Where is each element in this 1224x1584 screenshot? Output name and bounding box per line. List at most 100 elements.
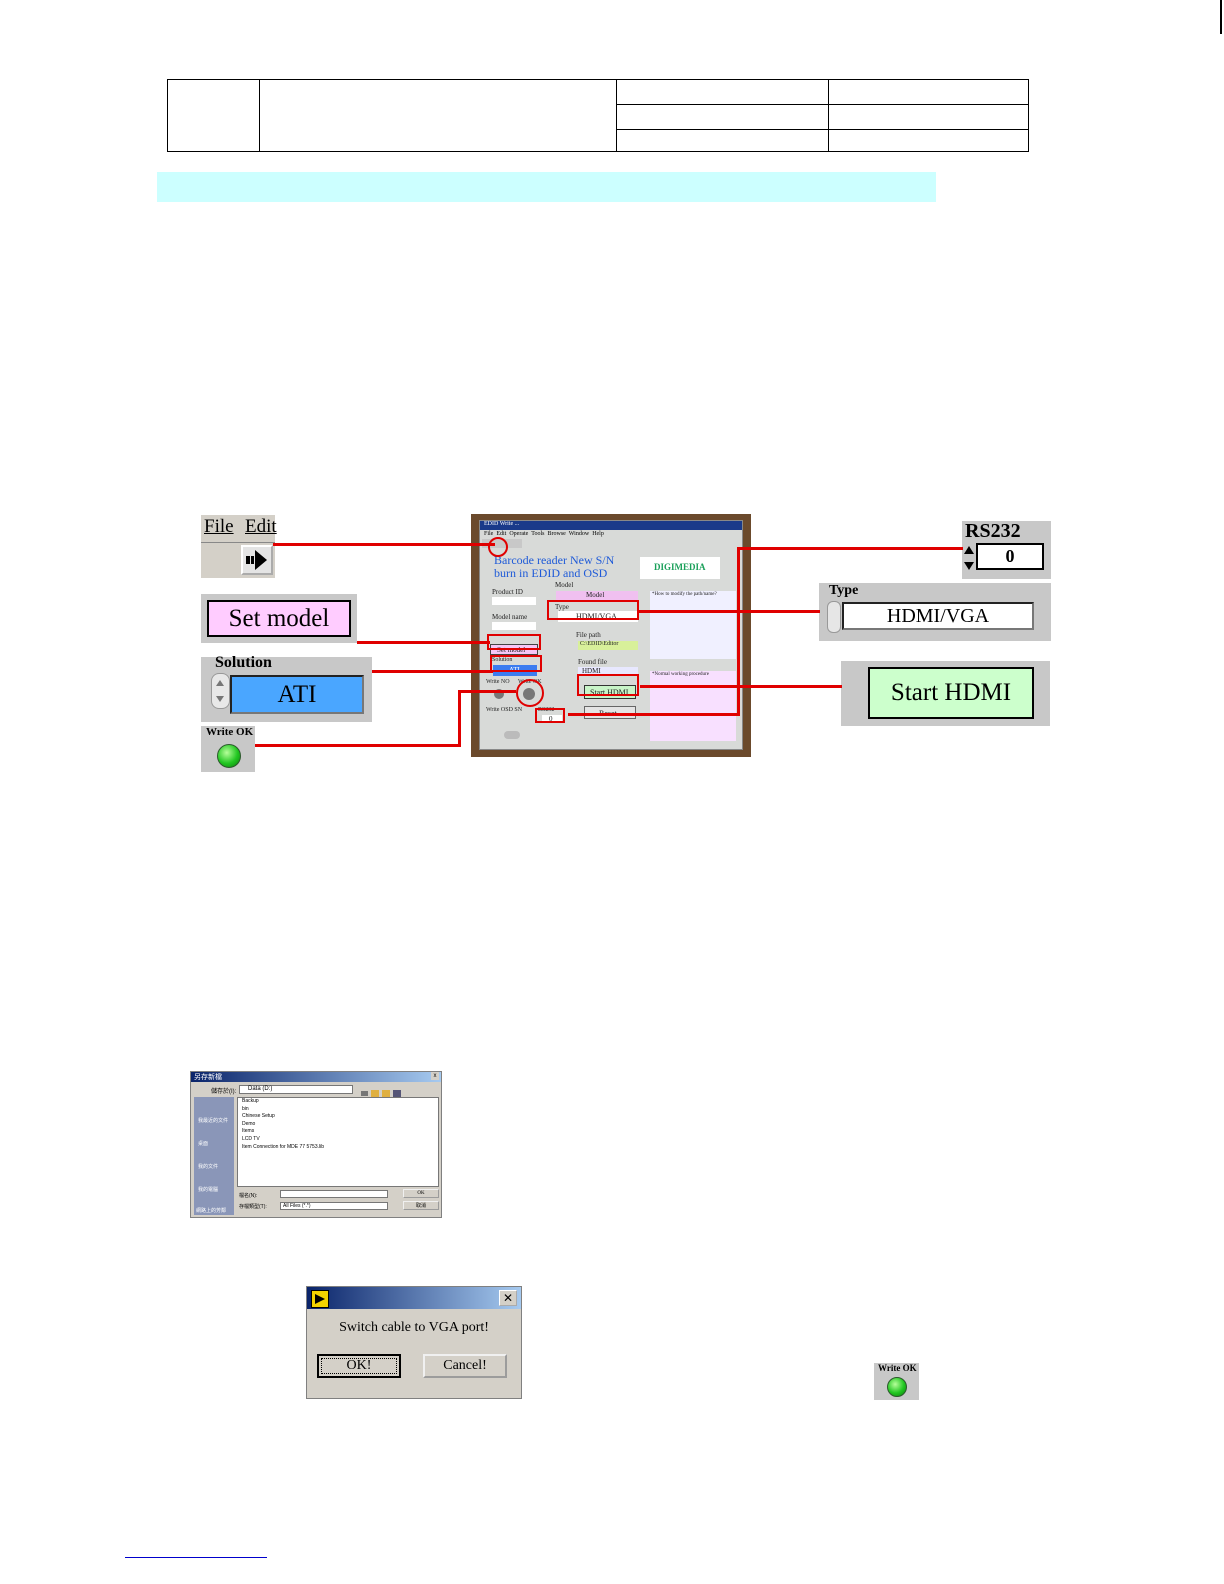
file-list-item[interactable]: Backup	[242, 1098, 259, 1104]
app-menu: File Edit Operate Tools Browse Window He…	[484, 531, 604, 537]
app-menu-item[interactable]: Operate	[509, 531, 529, 537]
filetype-label: 存檔類型(T):	[239, 1204, 267, 1210]
section-heading-band	[157, 172, 936, 202]
app-menu-item[interactable]: Edit	[496, 531, 507, 537]
set-model-callout	[487, 634, 541, 650]
confirm-cancel-label: Cancel!	[443, 1358, 487, 1373]
type-value-box[interactable]: HDMI/VGA	[842, 602, 1034, 630]
app-heading-2: burn in EDID and OSD	[494, 566, 608, 580]
file-list-item[interactable]: bin	[242, 1105, 249, 1112]
connector-line	[568, 713, 740, 716]
app-model-label: Model	[555, 581, 574, 589]
table-divider	[259, 80, 260, 151]
save-ok-button[interactable]: OK	[403, 1189, 439, 1198]
run-arrow-icon[interactable]	[241, 545, 273, 575]
connector-line	[737, 547, 963, 550]
write-ok-small-panel: Write OK	[874, 1363, 919, 1400]
app-model-value: Model	[586, 591, 605, 599]
connector-line	[638, 610, 820, 613]
app-write-no-led-icon	[494, 689, 504, 699]
table-divider	[828, 80, 829, 151]
app-notes-a: *How to modify the path/name?	[650, 591, 736, 659]
write-ok-small-led-icon	[887, 1377, 907, 1397]
menu-separator	[201, 542, 275, 543]
places-item[interactable]: 我的文件	[198, 1164, 219, 1170]
places-item[interactable]: 網路上的芳鄰	[196, 1208, 227, 1214]
solution-ring-stepper[interactable]	[211, 673, 230, 709]
menu-edit[interactable]: Edit	[245, 516, 277, 537]
app-rs232-field[interactable]: 0	[542, 715, 562, 723]
file-list-item[interactable]: Chinese Setup	[242, 1113, 275, 1120]
app-model-name-field[interactable]	[492, 622, 536, 630]
save-in-value: Data (D:)	[248, 1086, 273, 1092]
places-item[interactable]: 桌面	[198, 1141, 209, 1147]
connector-line	[273, 543, 495, 546]
app-file-path-value: C:\EDID\Editor	[580, 641, 619, 647]
rs232-label: RS232	[965, 520, 1021, 542]
save-dialog-places: 我最近的文件 桌面 我的文件 我的電腦 網路上的芳鄰	[194, 1097, 234, 1215]
app-menu-item[interactable]: Browse	[547, 531, 566, 537]
type-value: HDMI/VGA	[886, 604, 990, 627]
app-menu-item[interactable]: Help	[592, 531, 604, 537]
app-logo-text: DIGIMEDIA	[654, 562, 706, 572]
places-item[interactable]: 我最近的文件	[198, 1118, 229, 1124]
write-ok-label: Write OK	[206, 726, 254, 738]
connector-line	[640, 685, 842, 688]
filename-label: 檔名(N):	[239, 1193, 258, 1199]
app-menu-item[interactable]: Tools	[531, 531, 545, 537]
menu-file[interactable]: File	[204, 516, 234, 537]
file-list-item[interactable]: Items	[242, 1128, 255, 1135]
confirm-dialog-titlebar: ✕	[307, 1287, 521, 1309]
app-logo: DIGIMEDIA	[640, 557, 720, 579]
type-ring-stepper[interactable]	[827, 601, 841, 633]
app-notes-b: *Normal working procedure	[650, 671, 736, 741]
app-file-path-field[interactable]: C:\EDID\Editor	[578, 641, 638, 650]
filetype-select[interactable]: All Files (*.*)	[280, 1202, 388, 1210]
app-file-path-label: File path	[576, 631, 601, 639]
start-hdmi-button[interactable]: Start HDMI	[868, 667, 1034, 719]
connector-line	[737, 547, 740, 715]
confirm-ok-button[interactable]: OK!	[317, 1354, 401, 1378]
set-model-label: Set model	[228, 604, 330, 632]
app-menu-item[interactable]: File	[484, 531, 494, 537]
save-cancel-button[interactable]: 取消	[403, 1201, 439, 1210]
places-item[interactable]: 我的電腦	[198, 1187, 219, 1193]
set-model-panel: Set model	[201, 594, 357, 643]
confirm-cancel-button[interactable]: Cancel!	[423, 1354, 507, 1378]
save-in-select[interactable]: Data (D:)	[239, 1085, 353, 1094]
file-list-item[interactable]: Demo	[242, 1120, 256, 1127]
filetype-value: All Files (*.*)	[283, 1203, 311, 1209]
connector-line	[458, 690, 516, 693]
filename-field[interactable]	[280, 1190, 388, 1198]
save-dialog-title: 另存新檔	[194, 1074, 222, 1081]
app-osd-toggle[interactable]	[504, 731, 520, 739]
solution-value: ATI	[277, 680, 317, 708]
app-titlebar: EDID Write ...	[480, 521, 742, 530]
app-notes-b-text: *Normal working procedure	[652, 672, 709, 677]
save-in-label: 儲存於(I):	[211, 1089, 237, 1095]
close-icon[interactable]: ✕	[499, 1290, 517, 1306]
close-icon[interactable]: x	[431, 1072, 439, 1080]
confirm-close-glyph: ✕	[502, 1291, 514, 1305]
app-product-id-field[interactable]	[492, 597, 536, 605]
run-callout-circle	[488, 537, 508, 557]
write-ok-led-icon	[217, 744, 241, 768]
connector-line	[458, 690, 461, 747]
app-type-field[interactable]: HDMI/VGA	[558, 611, 638, 622]
rs232-value: 0	[1005, 546, 1015, 566]
set-model-button[interactable]: Set model	[207, 600, 351, 637]
app-model-name-label: Model name	[492, 613, 528, 621]
save-dialog-toolbar[interactable]	[359, 1085, 403, 1097]
app-screenshot: EDID Write ... File Edit Operate Tools B…	[471, 514, 751, 757]
app-menu-item[interactable]: Window	[568, 531, 590, 537]
file-list-item[interactable]: LCD TV	[242, 1135, 260, 1142]
app-model-field[interactable]: Model	[556, 591, 638, 601]
rs232-stepper[interactable]	[964, 543, 975, 573]
confirm-dialog: ✕ Switch cable to VGA port! OK! Cancel!	[306, 1286, 522, 1399]
solution-value-box[interactable]: ATI	[230, 675, 364, 714]
app-found-file-field[interactable]: HDMI	[578, 667, 638, 676]
app-rs232-value: 0	[549, 715, 553, 723]
rs232-value-box[interactable]: 0	[976, 543, 1044, 570]
app-heading-1: Barcode reader New S/N	[494, 553, 615, 567]
file-list-item[interactable]: Item Connection for MDE 77 5753.lib	[242, 1143, 324, 1150]
